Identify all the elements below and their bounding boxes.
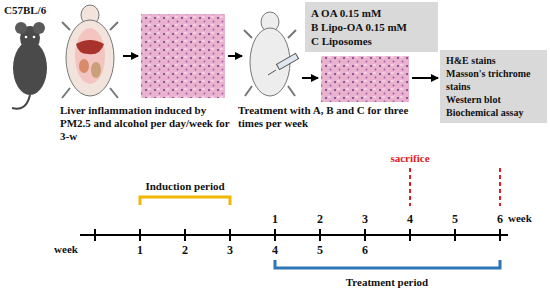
treatment-bracket <box>275 260 500 268</box>
week-number: 6 <box>497 212 503 226</box>
week-number: 5 <box>317 243 323 257</box>
he-image <box>141 14 225 98</box>
week-number: 4 <box>272 243 278 257</box>
week-number: 3 <box>227 243 233 257</box>
box-text: B Lipo-OA 0.15 mM <box>311 20 432 34</box>
axis-unit: week <box>508 212 532 225</box>
tick-mark <box>409 229 411 241</box>
induction-bracket <box>140 197 230 205</box>
week-number: 2 <box>317 212 323 226</box>
mouse-icon <box>12 22 47 109</box>
tick-mark <box>319 229 321 241</box>
period-label: Treatment period <box>346 276 428 289</box>
period-label: Induction period <box>145 180 224 193</box>
week-number: 1 <box>137 243 143 257</box>
injected-mouse <box>244 12 299 96</box>
week-number: 4 <box>407 212 413 226</box>
tick-mark <box>184 229 186 241</box>
sacrifice-line <box>499 168 501 206</box>
axis-unit: week <box>54 243 78 256</box>
info-box: H&E stainsMasson's trichrome stainsWeste… <box>440 50 547 123</box>
timeline <box>80 168 508 268</box>
box-text: Masson's trichrome stains <box>446 67 541 93</box>
box-text: Biochemical assay <box>446 106 541 119</box>
flow-arrow <box>228 55 242 57</box>
dissected-mouse <box>62 5 118 98</box>
flow-arrow <box>302 77 318 79</box>
week-number: 6 <box>362 243 368 257</box>
week-number: 5 <box>452 212 458 226</box>
tick-mark <box>274 229 276 241</box>
he-image <box>321 56 409 102</box>
flow-arrow <box>412 77 438 79</box>
tick-mark <box>364 229 366 241</box>
strain-label: C57BL/6 <box>4 4 46 17</box>
tick-mark <box>94 229 96 241</box>
box-text: C Liposomes <box>311 34 432 48</box>
flow-arrow <box>123 55 138 57</box>
box-text: Western blot <box>446 93 541 106</box>
sacrifice-line <box>409 168 411 206</box>
week-number: 2 <box>182 243 188 257</box>
week-number: 1 <box>272 212 278 226</box>
box-text: A OA 0.15 mM <box>311 6 432 20</box>
tick-mark <box>229 229 231 241</box>
week-number: 3 <box>362 212 368 226</box>
sacrifice-label: sacrifice <box>390 152 429 165</box>
caption: Treatment with A, B and C for three time… <box>238 104 414 130</box>
tick-mark <box>499 229 501 241</box>
box-text: H&E stains <box>446 54 541 67</box>
tick-mark <box>454 229 456 241</box>
tick-mark <box>139 229 141 241</box>
info-box: A OA 0.15 mMB Lipo-OA 0.15 mMC Liposomes <box>305 2 438 52</box>
caption: Liver inflammation induced by PM2.5 and … <box>60 104 232 143</box>
